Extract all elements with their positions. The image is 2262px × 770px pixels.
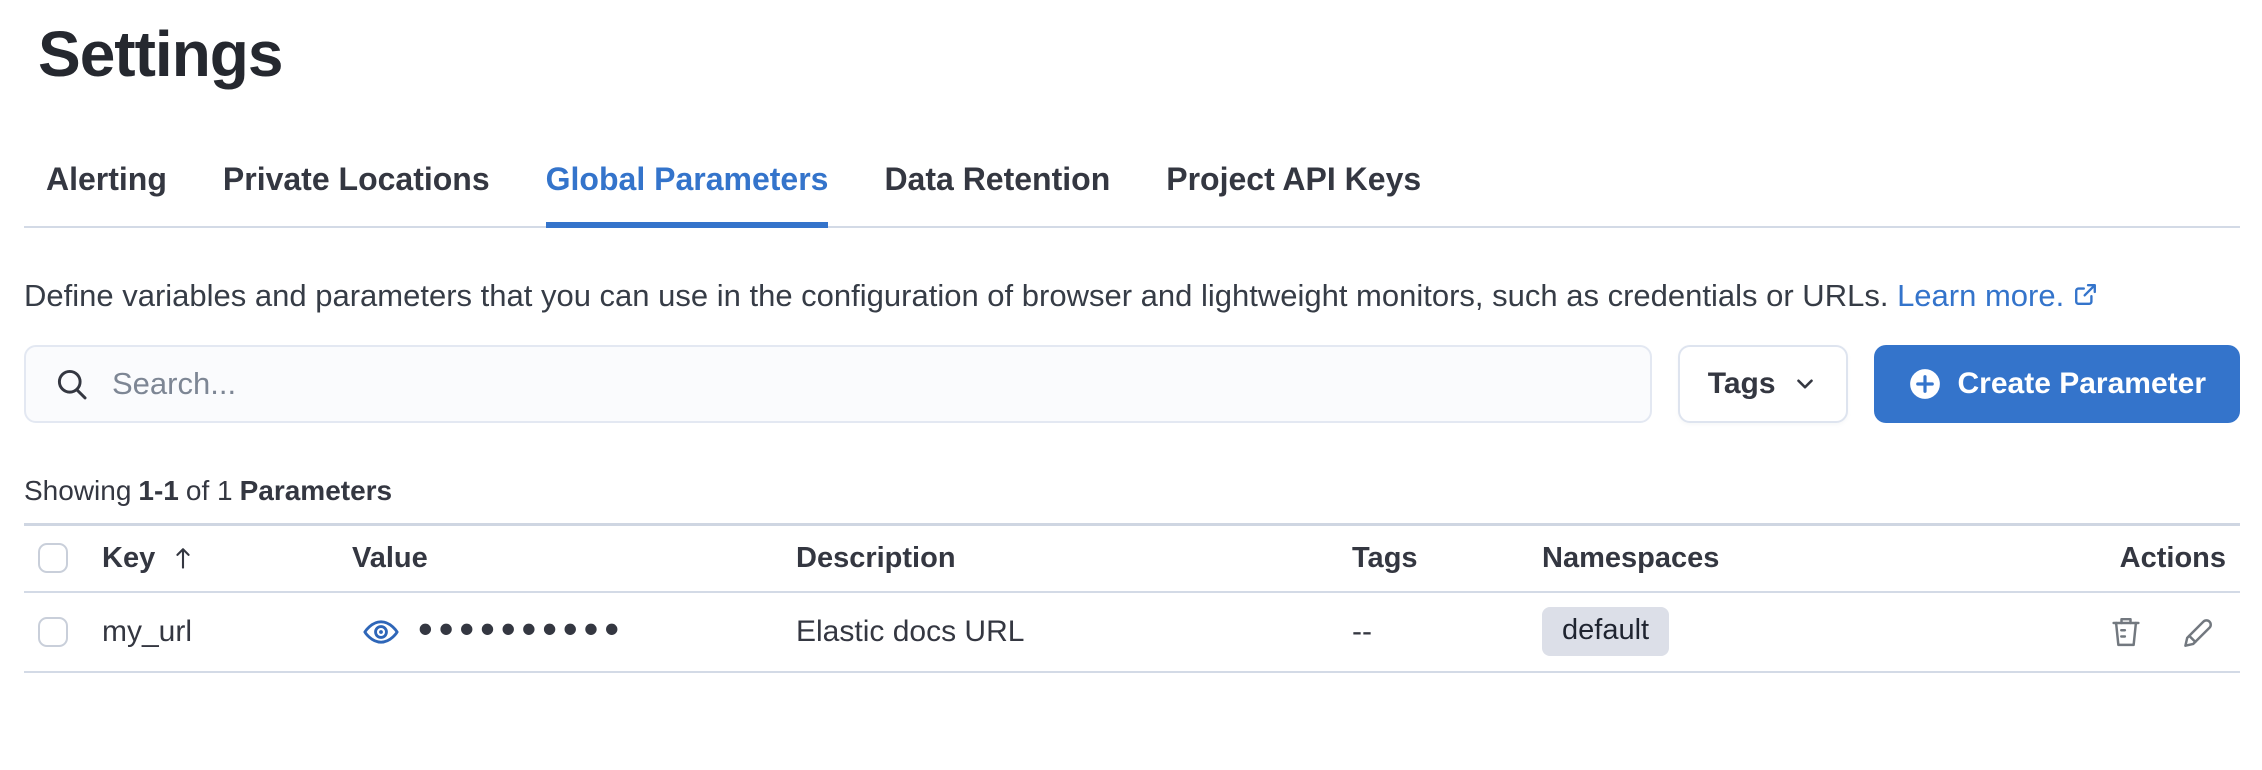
pencil-icon (2184, 618, 2212, 647)
masked-value: •••••••••• (418, 604, 626, 652)
select-all-checkbox[interactable] (38, 543, 68, 574)
trash-icon (2112, 617, 2140, 646)
parameters-toolbar: Tags Create Parameter (24, 344, 2240, 423)
row-checkbox[interactable] (38, 616, 68, 647)
search-icon (57, 369, 87, 400)
row-description-cell: Elastic docs URL (784, 615, 1340, 649)
summary-range: 1-1 (138, 474, 179, 506)
table-row: my_url •••••••••• Elastic docs URL -- (24, 593, 2240, 673)
column-header-value[interactable]: Value (352, 541, 428, 574)
learn-more-label: Learn more. (1897, 277, 2065, 313)
plus-in-circle-icon (1909, 368, 1940, 399)
row-select-cell (24, 616, 90, 647)
settings-tabs: Alerting Private Locations Global Parame… (24, 161, 2240, 228)
row-namespaces-cell: default (1530, 607, 1930, 657)
page-description: Define variables and parameters that you… (24, 272, 2240, 319)
edit-parameter-button[interactable] (2180, 614, 2216, 650)
tab-global-parameters[interactable]: Global Parameters (545, 161, 829, 228)
reveal-value-button[interactable] (362, 613, 400, 651)
namespace-badge: default (1542, 607, 1670, 657)
tab-data-retention[interactable]: Data Retention (884, 160, 1111, 197)
param-key: my_url (102, 614, 193, 648)
summary-count: of 1 (185, 474, 233, 506)
search-box[interactable] (24, 344, 1652, 423)
create-parameter-button[interactable]: Create Parameter (1873, 344, 2240, 423)
table-header-row: Key Value Description Tags Namespaces Ac… (24, 526, 2240, 593)
param-description: Elastic docs URL (796, 614, 1025, 648)
tab-project-api-keys[interactable]: Project API Keys (1166, 160, 1422, 197)
description-text: Define variables and parameters that you… (24, 277, 1889, 313)
summary-divider (24, 522, 2240, 526)
row-value-cell: •••••••••• (340, 604, 784, 656)
row-key-cell: my_url (90, 615, 340, 649)
summary-prefix: Showing (24, 474, 132, 506)
tab-private-locations[interactable]: Private Locations (222, 160, 490, 197)
header-select-all (24, 543, 90, 574)
column-header-description[interactable]: Description (796, 541, 956, 574)
row-actions-cell (1930, 614, 2240, 650)
key-header-label: Key (102, 541, 156, 574)
tags-filter-button[interactable]: Tags (1677, 344, 1848, 423)
summary-entity: Parameters (239, 474, 393, 506)
row-tags-cell: -- (1340, 615, 1530, 649)
create-button-label: Create Parameter (1957, 366, 2206, 400)
tab-alerting[interactable]: Alerting (46, 160, 167, 197)
column-header-key[interactable]: Key (90, 542, 340, 575)
sort-up-icon (169, 544, 197, 572)
page-title: Settings (38, 18, 283, 90)
external-link-icon (2075, 283, 2097, 305)
column-header-tags[interactable]: Tags (1352, 541, 1418, 574)
delete-parameter-button[interactable] (2108, 614, 2144, 650)
search-input[interactable] (112, 365, 1622, 402)
column-header-namespaces[interactable]: Namespaces (1542, 541, 1720, 574)
eye-icon (363, 620, 399, 644)
param-tags: -- (1352, 614, 1372, 648)
tags-button-label: Tags (1707, 366, 1776, 400)
settings-page: Settings Alerting Private Locations Glob… (0, 16, 2262, 770)
column-header-actions: Actions (2119, 541, 2226, 574)
chevron-down-icon (1796, 379, 1813, 389)
learn-more-link[interactable]: Learn more. (1897, 278, 2099, 313)
